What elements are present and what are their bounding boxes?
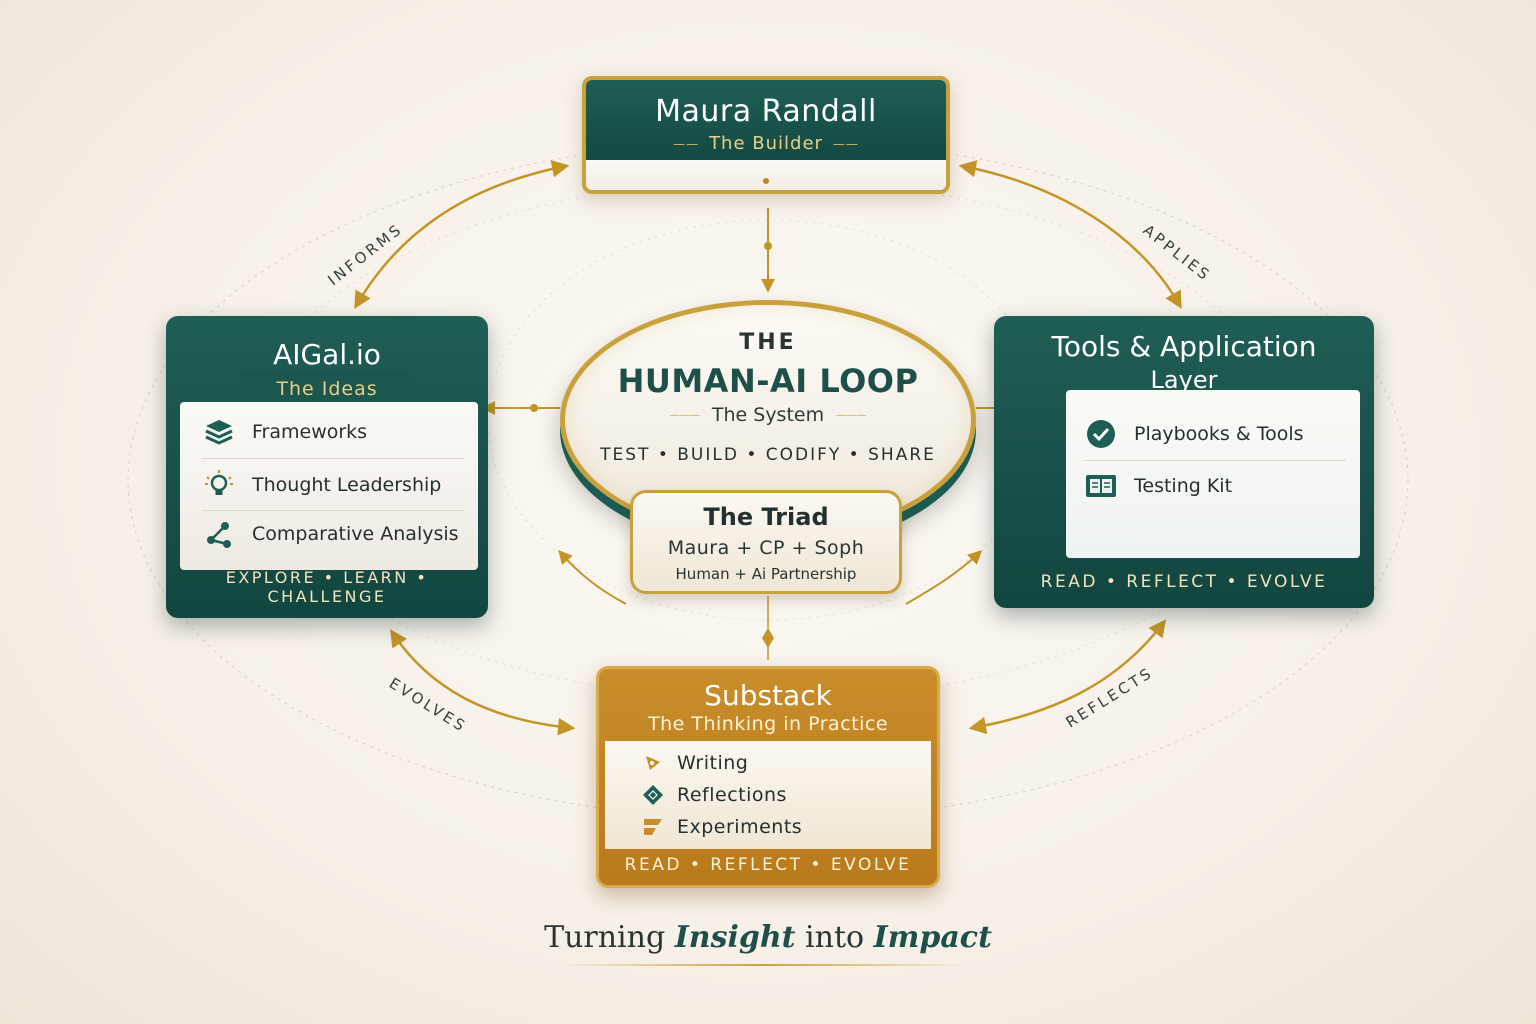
tagline-emphasis: Insight xyxy=(674,920,796,955)
builder-header: Maura Randall The Builder xyxy=(586,80,946,160)
tagline-part: into xyxy=(795,920,874,955)
kit-icon xyxy=(1084,469,1118,503)
tools-title-line2: Layer xyxy=(1150,366,1218,394)
list-item: Reflections xyxy=(641,781,787,809)
ideas-subtitle: The Ideas xyxy=(276,378,378,400)
diamond-icon xyxy=(641,783,665,807)
network-icon xyxy=(202,517,236,551)
tools-title: Tools & Application xyxy=(1051,330,1317,363)
triad-title: The Triad xyxy=(703,503,829,531)
ideas-title: AIGal.io xyxy=(273,338,381,371)
arrow-applies xyxy=(958,160,1182,310)
builder-subtitle: The Builder xyxy=(586,133,946,154)
builder-card: Maura Randall The Builder xyxy=(582,76,950,194)
list-item-label: Playbooks & Tools xyxy=(1134,423,1304,445)
outer-orbit xyxy=(127,139,1409,821)
link-diamond xyxy=(762,628,774,648)
layers-icon xyxy=(202,415,236,449)
check-circle-icon xyxy=(1084,417,1118,451)
tagline-part: Turning xyxy=(544,920,675,955)
tagline-rule xyxy=(556,964,970,966)
arrow-evolves xyxy=(390,629,576,736)
tools-footer: READ • REFLECT • EVOLVE xyxy=(1040,572,1328,592)
tagline: Turning Insight into Impact xyxy=(468,920,1068,955)
divider xyxy=(202,510,464,511)
list-item-label: Frameworks xyxy=(252,421,368,443)
list-item: Comparative Analysis xyxy=(202,514,459,554)
list-item: Playbooks & Tools xyxy=(1084,414,1304,454)
link-triad-right xyxy=(905,550,983,605)
builder-title: Maura Randall xyxy=(655,94,877,129)
arrow-reflects xyxy=(968,619,1167,735)
substack-card: Substack The Thinking in Practice Writin… xyxy=(596,666,940,888)
divider xyxy=(1084,460,1346,461)
loop-subtitle: The System xyxy=(560,404,976,426)
list-item: Frameworks xyxy=(202,412,367,452)
list-item-label: Testing Kit xyxy=(1134,475,1233,497)
list-item-label: Experiments xyxy=(677,816,803,838)
ideas-card: AIGal.io The Ideas Frameworks Thought Le… xyxy=(166,316,488,618)
lightbulb-icon xyxy=(202,468,236,502)
tools-card: Tools & Application Layer Playbooks & To… xyxy=(994,316,1374,608)
substack-subtitle: The Thinking in Practice xyxy=(647,713,889,735)
substack-footer: READ • REFLECT • EVOLVE xyxy=(624,855,912,875)
link-node xyxy=(764,242,772,250)
list-item: Testing Kit xyxy=(1084,466,1232,506)
label-applies: APPLIES xyxy=(1140,221,1215,285)
ideas-footer: EXPLORE • LEARN • CHALLENGE xyxy=(225,568,429,606)
list-item-label: Writing xyxy=(677,752,749,774)
list-item: Thought Leadership xyxy=(202,465,441,505)
label-evolves: EVOLVES xyxy=(386,674,470,736)
list-item-label: Thought Leadership xyxy=(252,474,442,496)
pen-icon xyxy=(641,751,665,775)
loop-title: HUMAN-AI LOOP xyxy=(617,362,919,400)
triad-members: Maura + CP + Soph xyxy=(667,537,865,559)
link-triad-left xyxy=(558,549,627,605)
triad-caption: Human + Ai Partnership xyxy=(675,565,857,583)
list-item-label: Reflections xyxy=(677,784,787,806)
tools-list: Playbooks & Tools Testing Kit xyxy=(1066,390,1360,558)
loop-pre-title: THE xyxy=(739,330,797,355)
divider xyxy=(202,458,464,459)
arrow-informs xyxy=(354,160,570,310)
link-node xyxy=(530,404,538,412)
flag-icon xyxy=(641,815,665,839)
substack-title: Substack xyxy=(704,679,832,712)
builder-dot xyxy=(763,178,769,184)
triad-card: The Triad Maura + CP + Soph Human + Ai P… xyxy=(630,490,902,594)
list-item: Writing xyxy=(641,749,748,777)
tagline-emphasis: Impact xyxy=(873,920,992,955)
builder-paper xyxy=(586,160,946,190)
list-item-label: Comparative Analysis xyxy=(252,523,459,545)
list-item: Experiments xyxy=(641,813,802,841)
ideas-list: Frameworks Thought Leadership Comparativ… xyxy=(180,402,478,570)
loop-steps: TEST • BUILD • CODIFY • SHARE xyxy=(600,445,936,465)
substack-list: Writing Reflections Experiments xyxy=(605,741,931,849)
